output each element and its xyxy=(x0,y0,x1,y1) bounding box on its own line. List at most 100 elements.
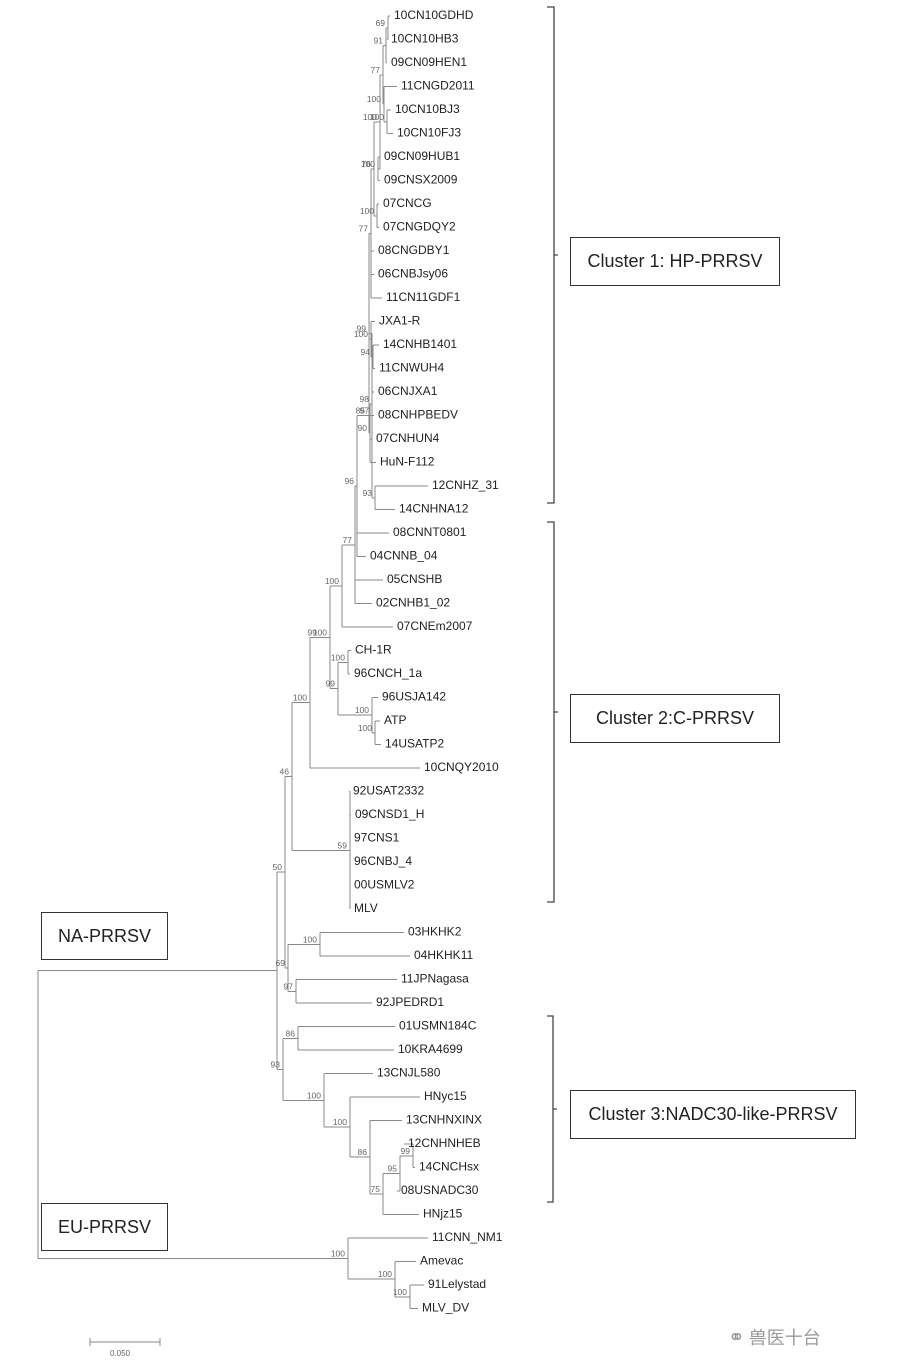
bootstrap-value: 98 xyxy=(360,394,370,404)
bootstrap-value: 99 xyxy=(357,323,367,333)
leaf-label: HuN-F112 xyxy=(380,455,435,469)
leaf-label: MLV_DV xyxy=(422,1301,469,1315)
bootstrap-value: 96 xyxy=(345,476,355,486)
cluster-1-bracket xyxy=(547,6,558,504)
bootstrap-value: 100 xyxy=(358,723,372,733)
cluster-3-bracket xyxy=(547,1015,557,1203)
cluster-1-label: Cluster 1: HP-PRRSV xyxy=(570,237,780,286)
leaf-label: 10CN10GDHD xyxy=(394,8,474,22)
bootstrap-value: 93 xyxy=(363,488,373,498)
leaf-label: 08USNADC30 xyxy=(401,1183,479,1197)
cluster-2-label: Cluster 2:C-PRRSV xyxy=(570,694,780,743)
leaf-label: CH-1R xyxy=(355,643,392,657)
leaf-label: 11CNN_NM1 xyxy=(432,1230,503,1244)
leaf-label: 10CNQY2010 xyxy=(424,760,499,774)
leaf-label: 11CNWUH4 xyxy=(379,361,444,375)
leaf-label: 11CNGD2011 xyxy=(401,79,475,93)
bootstrap-value: 86 xyxy=(286,1028,296,1038)
leaf-label: HNyc15 xyxy=(424,1089,467,1103)
leaf-label: 06CNBJsy06 xyxy=(378,267,448,281)
watermark: ⚭ 兽医十台 xyxy=(728,1324,821,1350)
bootstrap-value: 77 xyxy=(371,65,381,75)
leaf-label: 10CN10HB3 xyxy=(391,32,459,46)
leaf-label: 13CNHNXINX xyxy=(406,1113,482,1127)
leaf-label: 11JPNagasa xyxy=(401,972,469,986)
leaf-label: 12CNHNHEB xyxy=(408,1136,481,1150)
leaf-label: 09CN09HEN1 xyxy=(391,55,467,69)
bootstrap-value: 100 xyxy=(303,934,317,944)
leaf-label: 00USMLV2 xyxy=(354,878,415,892)
bootstrap-value: 100 xyxy=(355,705,369,715)
bootstrap-value: 93 xyxy=(271,1059,281,1069)
bootstrap-value: 90 xyxy=(358,423,368,433)
bootstrap-value: 100 xyxy=(313,627,327,637)
leaf-label: 14CNHNA12 xyxy=(399,502,469,516)
bootstrap-value: 99 xyxy=(308,627,318,637)
leaf-label: 04CNNB_04 xyxy=(370,549,438,563)
leaf-label: 01USMN184C xyxy=(399,1019,477,1033)
bootstrap-value: 100 xyxy=(331,1249,345,1259)
leaf-label: 96USJA142 xyxy=(382,690,446,704)
bootstrap-value: 100 xyxy=(360,206,374,216)
leaf-label: 08CNNT0801 xyxy=(393,525,467,539)
bootstrap-value: 100 xyxy=(367,94,381,104)
leaf-label: 92JPEDRD1 xyxy=(376,995,444,1009)
bootstrap-value: 95 xyxy=(388,1163,398,1173)
leaf-label: 09CNSX2009 xyxy=(384,173,458,187)
leaf-label: 05CNSHB xyxy=(387,572,442,586)
eu-prrsv-label: EU-PRRSV xyxy=(41,1203,168,1251)
bootstrap-value: 76 xyxy=(362,159,372,169)
leaf-label: 10KRA4699 xyxy=(398,1042,463,1056)
leaf-label: 07CNCG xyxy=(383,196,432,210)
bootstrap-value: 99 xyxy=(326,679,336,689)
watermark-text: 兽医十台 xyxy=(748,1328,821,1348)
leaf-label: 14CNCHsx xyxy=(419,1160,479,1174)
bootstrap-value: 100 xyxy=(293,693,307,703)
leaf-label: 06CNJXA1 xyxy=(378,384,438,398)
scale-bar: 0.050 xyxy=(89,1338,161,1358)
bootstrap-value: 69 xyxy=(376,18,386,28)
bootstrap-value: 59 xyxy=(338,840,348,850)
bootstrap-value: 46 xyxy=(280,766,290,776)
bootstrap-value: 97 xyxy=(360,406,370,416)
leaf-label: 10CN10FJ3 xyxy=(397,126,461,140)
bootstrap-value: 69 xyxy=(276,958,286,968)
bootstrap-value: 100 xyxy=(354,329,368,339)
bootstrap-value: 91 xyxy=(374,35,384,45)
bootstrap-value: 77 xyxy=(343,535,353,545)
leaf-label: 02CNHB1_02 xyxy=(376,596,450,610)
leaf-label: 92USAT2332 xyxy=(353,784,424,798)
bootstrap-value: 100 xyxy=(331,652,345,662)
leaf-label: 09CN09HUB1 xyxy=(384,149,460,163)
bootstrap-value: 77 xyxy=(359,223,369,233)
leaf-label: 91Lelystad xyxy=(428,1277,486,1291)
leaf-label: Amevac xyxy=(420,1254,463,1268)
leaf-label: 08CNHPBEDV xyxy=(378,408,458,422)
leaf-label: 04HKHK11 xyxy=(414,948,473,962)
leaf-label: 07CNGDQY2 xyxy=(383,220,456,234)
leaf-label: 08CNGDBY1 xyxy=(378,243,450,257)
leaf-label: 97CNS1 xyxy=(354,831,400,845)
leaf-label: 03HKHK2 xyxy=(408,925,462,939)
bootstrap-value: 97 xyxy=(284,981,294,991)
bootstrap-value: 100 xyxy=(307,1090,321,1100)
bootstrap-value: 85 xyxy=(356,406,366,416)
cluster-2-bracket xyxy=(547,521,558,903)
bootstrap-value: 100 xyxy=(325,576,339,586)
leaf-label: MLV xyxy=(354,901,378,915)
leaf-label: 09CNSD1_H xyxy=(355,807,424,821)
bootstrap-value: 94 xyxy=(361,347,371,357)
na-prrsv-label: NA-PRRSV xyxy=(41,912,168,960)
bootstrap-value: 100 xyxy=(393,1287,407,1297)
leaf-label: JXA1-R xyxy=(379,314,421,328)
bootstrap-value: 100 xyxy=(333,1117,347,1127)
scale-bar-label: 0.050 xyxy=(110,1349,131,1358)
cluster-3-label: Cluster 3:NADC30-like-PRRSV xyxy=(570,1090,856,1139)
wechat-icon: ⚭ xyxy=(728,1326,745,1349)
leaf-label: 14CNHB1401 xyxy=(383,337,457,351)
leaf-label: 13CNJL580 xyxy=(377,1066,441,1080)
leaf-label: 12CNHZ_31 xyxy=(432,478,499,492)
leaf-label: 10CN10BJ3 xyxy=(395,102,460,116)
bootstrap-value: 100 xyxy=(361,159,375,169)
